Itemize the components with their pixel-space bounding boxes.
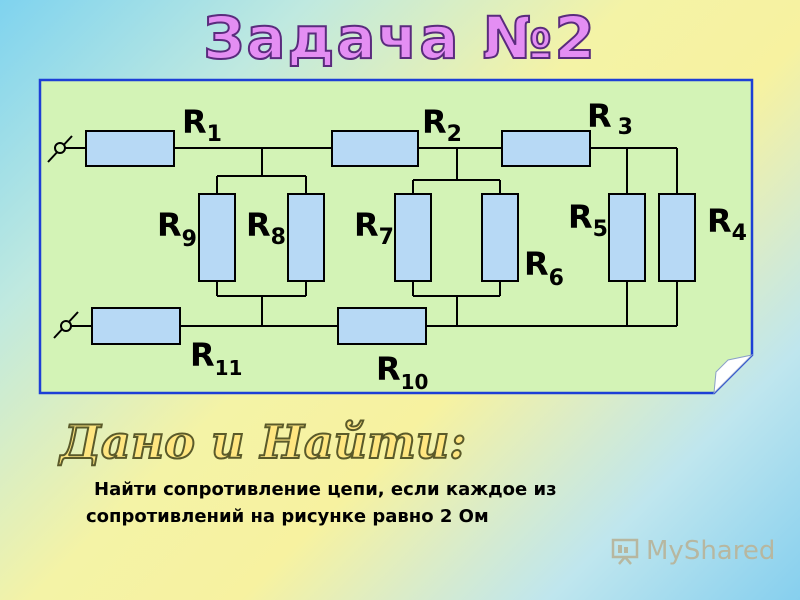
resistor-r3 <box>501 130 591 167</box>
label-r2: R2 <box>422 103 462 147</box>
terminal-top <box>54 142 66 154</box>
wires <box>47 135 678 339</box>
terminal-bottom <box>60 320 72 332</box>
label-r1: R1 <box>182 103 222 147</box>
task-line-1: Найти сопротивление цепи, если каждое из <box>94 479 557 500</box>
resistor-r2 <box>331 130 419 167</box>
resistor-r10 <box>337 307 427 345</box>
resistor-r1 <box>85 130 175 167</box>
resistor-r7 <box>394 193 432 282</box>
resistor-r11 <box>91 307 181 345</box>
page-title: Задача №2 <box>202 3 597 73</box>
label-r5: R5 <box>568 198 608 242</box>
resistor-r8 <box>287 193 325 282</box>
section-title: Дано и Найти: <box>59 414 467 470</box>
resistor-r9 <box>198 193 236 282</box>
presentation-icon <box>611 538 639 565</box>
label-r6: R6 <box>524 245 564 291</box>
folded-corner <box>713 354 754 395</box>
watermark: MyShared <box>610 536 775 566</box>
label-r10: R10 <box>376 350 428 394</box>
label-r7: R7 <box>354 206 394 250</box>
task-line-2: сопротивлений на рисунке равно 2 Ом <box>86 506 489 527</box>
label-r4: R4 <box>707 202 747 246</box>
resistor-r6 <box>481 193 519 282</box>
task-text: Найти сопротивление цепи, если каждое из… <box>86 476 646 530</box>
resistor-r5 <box>608 193 646 282</box>
watermark-text: MyShared <box>646 536 776 566</box>
label-r9: R9 <box>157 206 197 252</box>
label-r11: R11 <box>190 336 242 380</box>
label-r8: R8 <box>246 206 286 250</box>
resistor-r4 <box>658 193 696 282</box>
